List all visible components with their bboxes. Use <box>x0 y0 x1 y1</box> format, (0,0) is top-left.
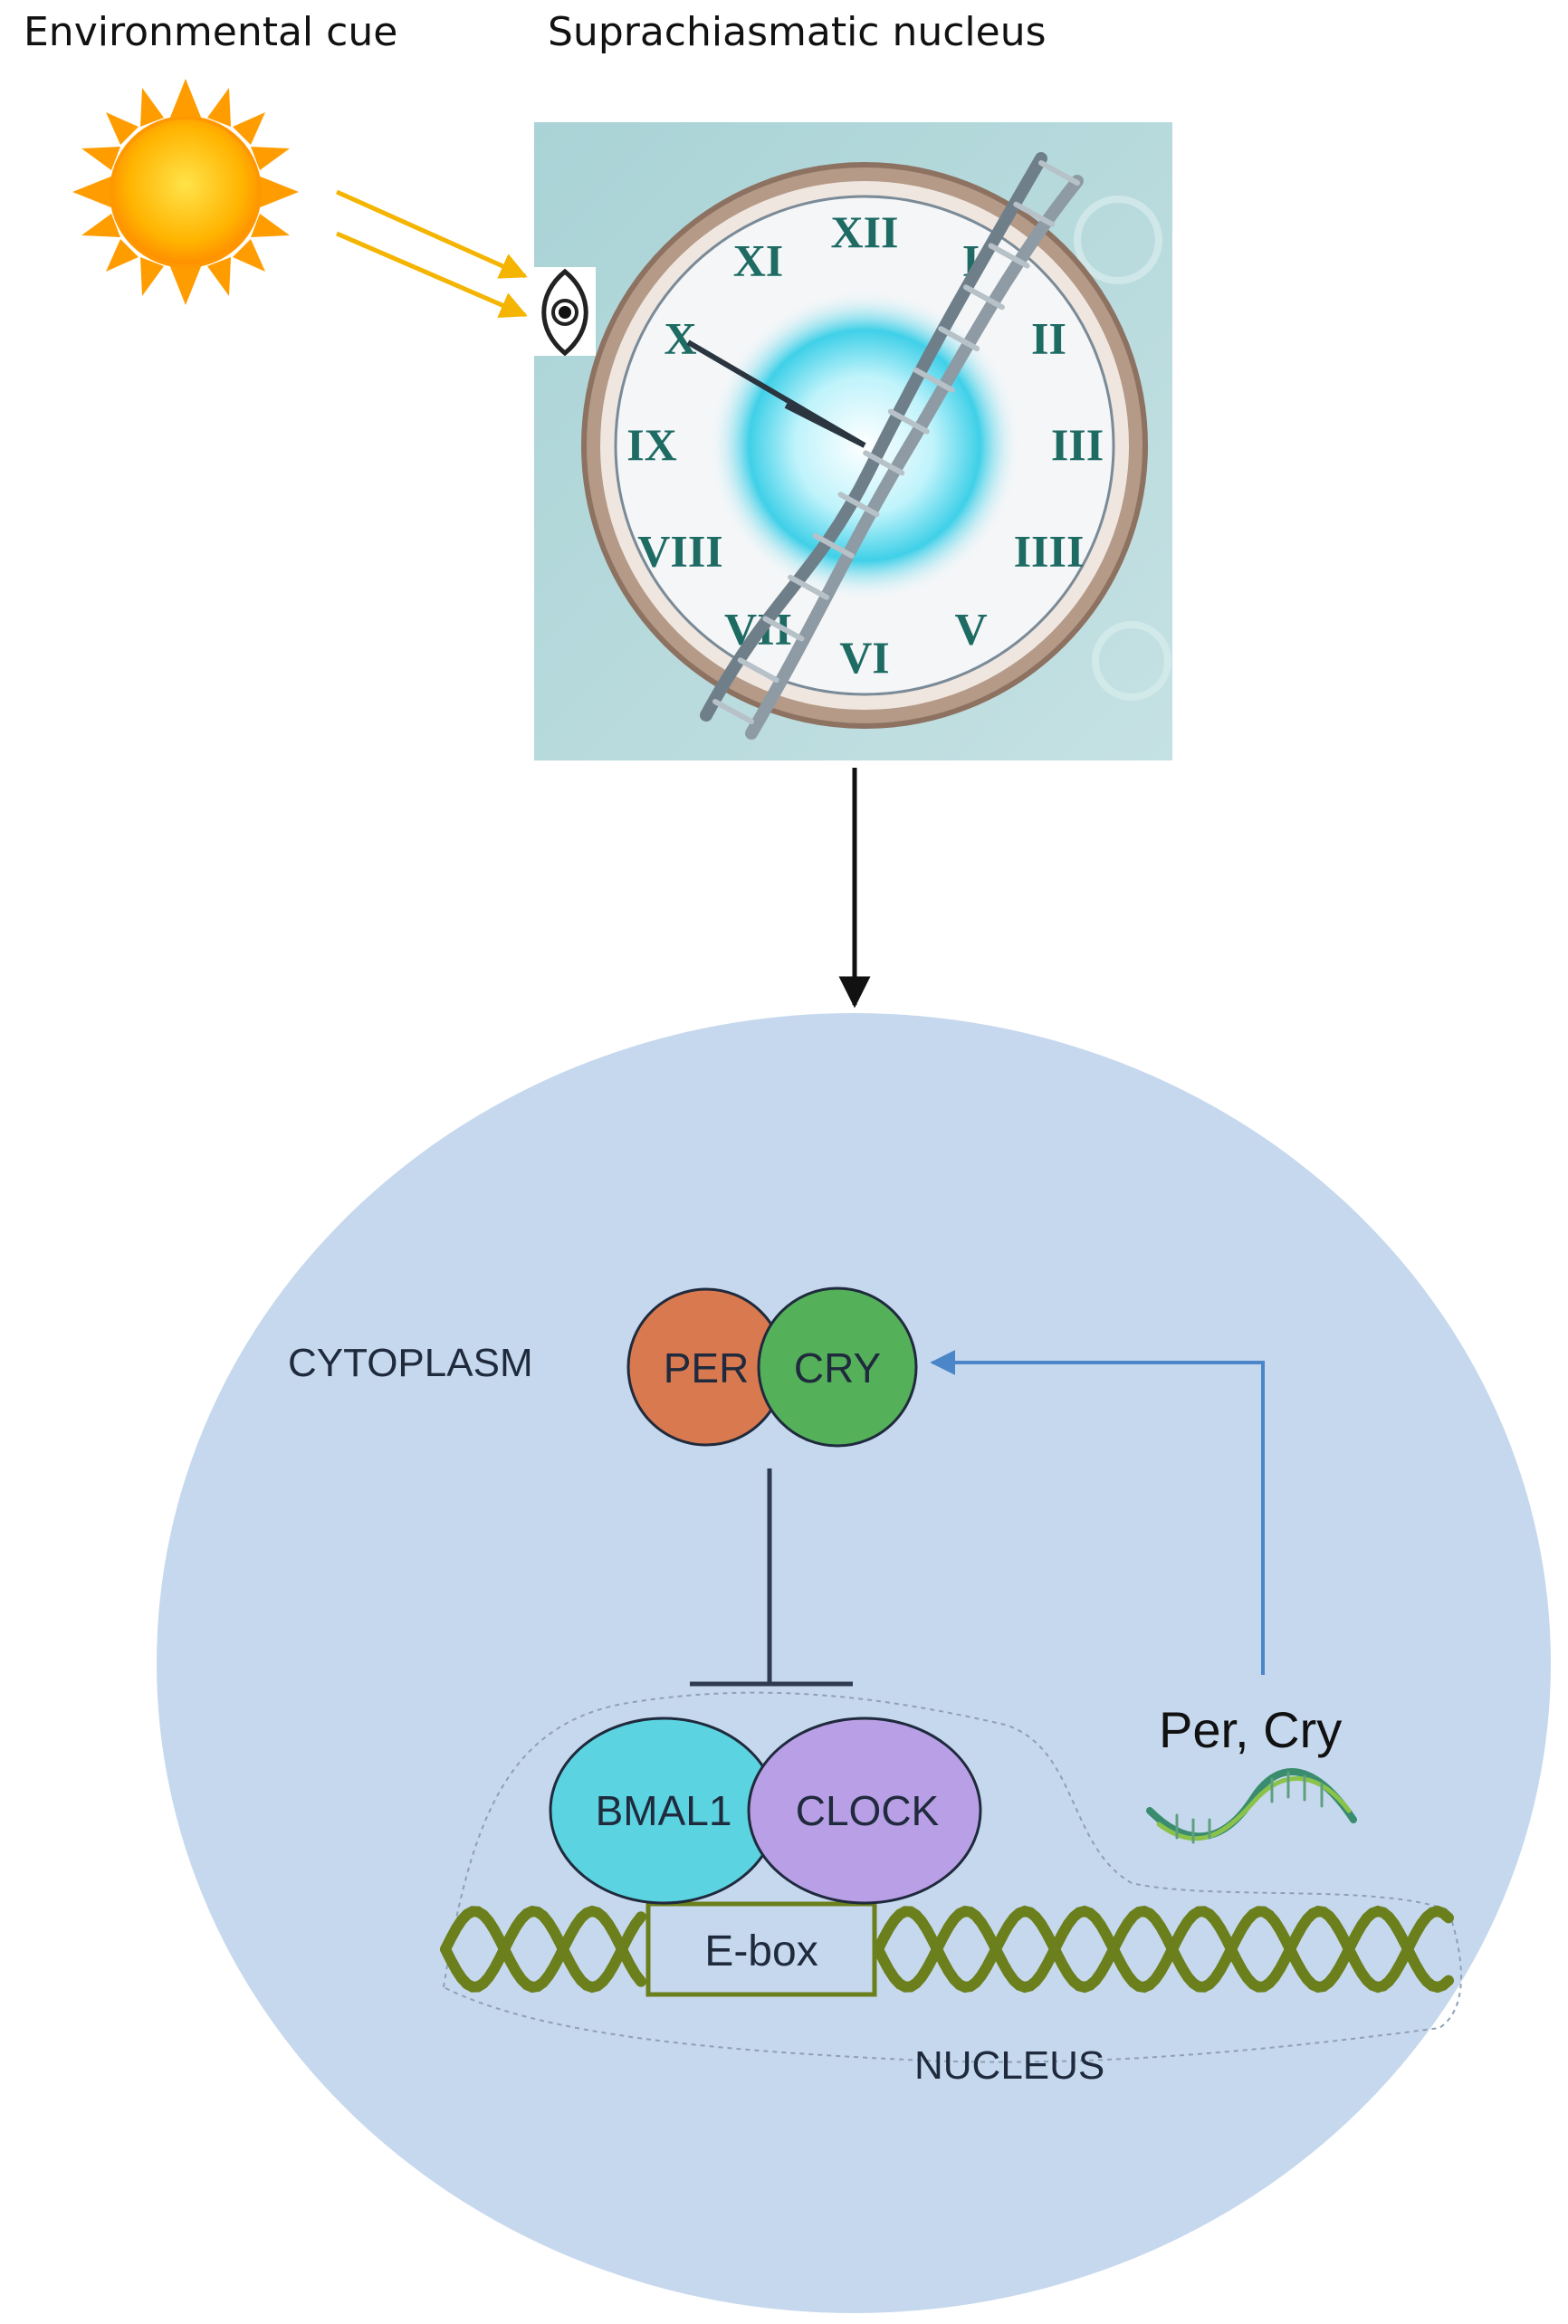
ebox-label: E-box <box>704 1927 817 1975</box>
helix-rung <box>913 367 955 393</box>
dna-strand <box>440 1905 1454 1994</box>
light-ray-1 <box>335 189 528 279</box>
cry-label: CRY <box>794 1344 881 1392</box>
clock-numeral: IIII <box>1014 526 1085 577</box>
helix-rung <box>812 532 855 559</box>
helix-rung <box>762 616 805 642</box>
inhibition-arrow <box>690 1468 853 1687</box>
helix-rung <box>887 408 930 435</box>
helix-rung <box>1013 201 1056 227</box>
feedback-arrow <box>930 1350 1265 1675</box>
nucleus-label: NUCLEUS <box>914 2043 1104 2088</box>
bmal1-label: BMAL1 <box>596 1787 732 1834</box>
cytoplasm-label: CYTOPLASM <box>288 1341 533 1385</box>
environmental-cue-label: Environmental cue <box>24 9 398 55</box>
clock-numeral: XII <box>830 206 898 257</box>
scn-label: Suprachiasmatic nucleus <box>548 9 1047 55</box>
clock-numeral: XI <box>733 235 784 286</box>
helix-rung <box>788 574 830 600</box>
clock-numeral: IX <box>626 419 677 470</box>
ebox-box <box>645 1901 877 1997</box>
helix-rung <box>962 284 1005 311</box>
nucleus-membrane <box>442 1691 1462 2063</box>
clock-numeral: III <box>1051 419 1104 470</box>
helix-rung <box>863 450 905 476</box>
helix-rung <box>1038 160 1080 186</box>
dna-helix <box>700 152 1084 740</box>
clock-numeral: V <box>954 604 987 655</box>
clock-numeral: X <box>664 313 696 364</box>
cry-node <box>757 1286 918 1448</box>
clock-numeral: VI <box>839 632 890 683</box>
clock-label: CLOCK <box>796 1787 940 1834</box>
per-cry-gene-label: Per, Cry <box>1159 1701 1342 1758</box>
mrna-icon <box>1146 1768 1357 1844</box>
dna-backbone <box>873 1905 1454 1994</box>
sun-icon <box>72 79 299 305</box>
helix-rung <box>712 699 754 724</box>
dna-backbone <box>873 1905 1454 1994</box>
helix-rung <box>938 326 980 352</box>
eye-icon <box>534 267 596 357</box>
light-ray-2 <box>336 231 528 319</box>
cell <box>157 1013 1551 2313</box>
helix-rung <box>737 657 779 684</box>
per-label: PER <box>664 1344 750 1392</box>
helix-rung <box>988 243 1030 269</box>
clock-numeral: II <box>1031 313 1066 364</box>
dna-backbone <box>440 1905 646 1994</box>
clock-node <box>747 1717 982 1905</box>
clock-numeral: VIII <box>637 526 722 577</box>
dna-backbone <box>440 1905 646 1994</box>
helix-rung <box>837 492 880 518</box>
